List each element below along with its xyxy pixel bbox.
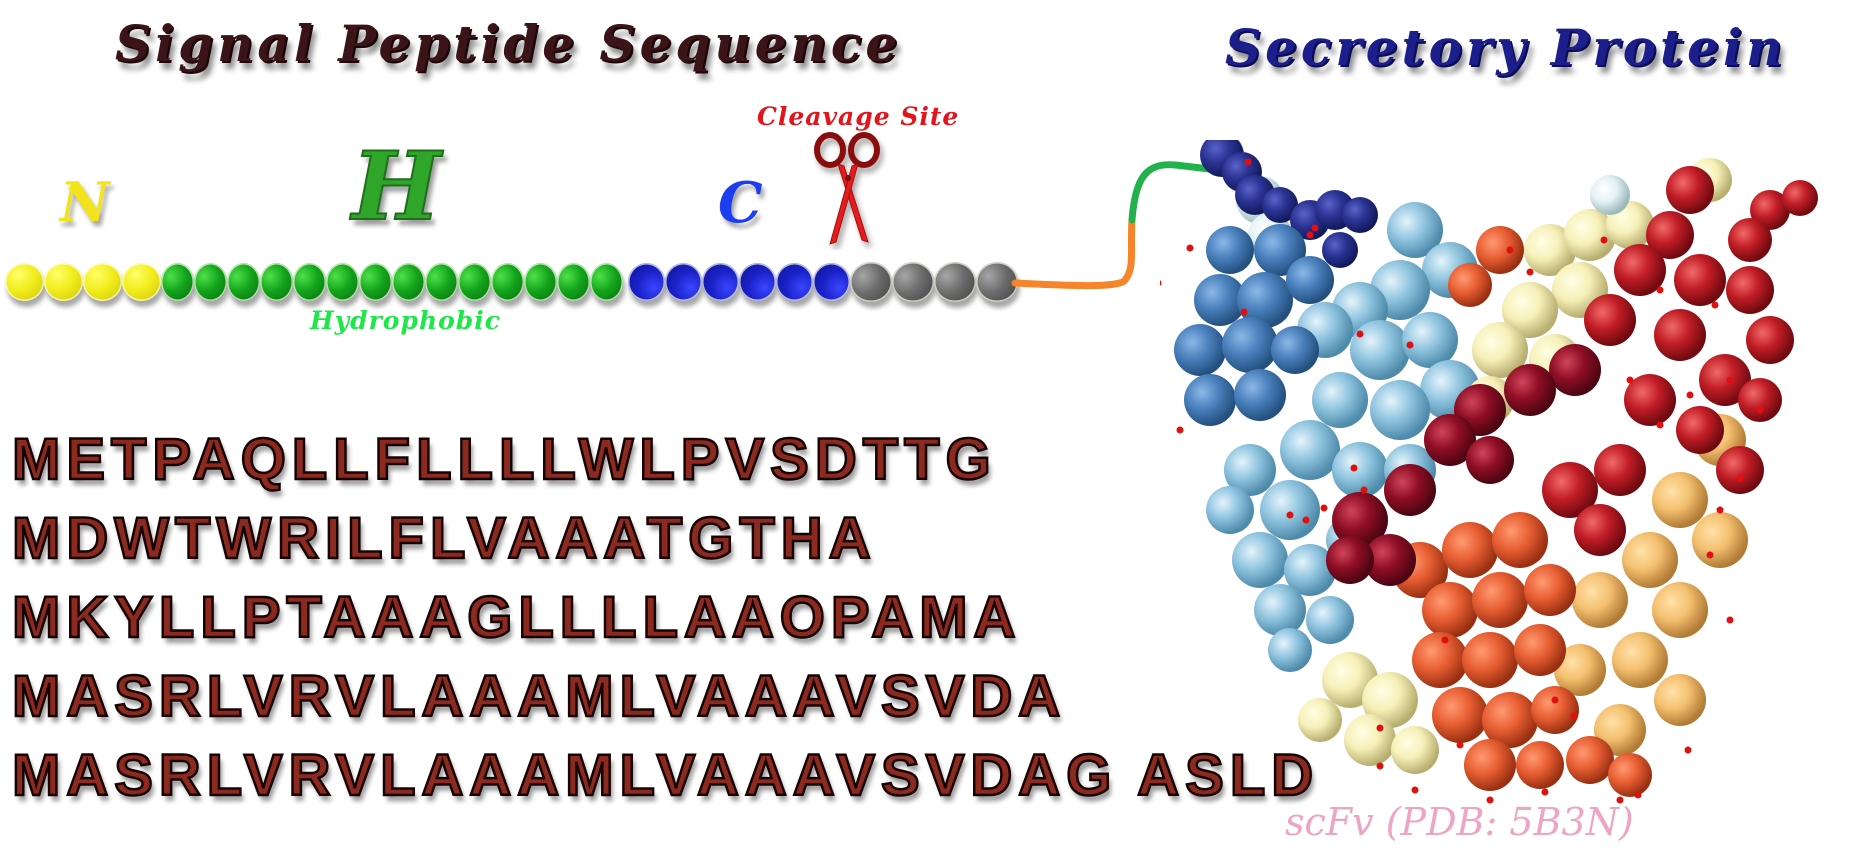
steel-blue-domain (1174, 224, 1334, 426)
mature-protein-bead (850, 262, 892, 302)
c-region-label: C (718, 170, 763, 236)
h-region-bead (260, 263, 293, 301)
signal-sequence: MASRLVRVLAAAMLVAAAVSVDAG ASLD (11, 742, 1320, 810)
protein-caption: scFv (PDB: 5B3N) (1285, 800, 1634, 844)
signal-sequence: MASRLVRVLAAAMLVAAAVSVDA (11, 663, 1067, 731)
signal-sequence-list: METPAQLLFLLLLWLPVSDTTG MDWTWRILFLVAAATGT… (11, 420, 1320, 815)
h-region-bead (326, 263, 359, 301)
n-region-bead (122, 263, 161, 301)
c-region-bead (628, 263, 665, 301)
signal-sequence: MDWTWRILFLVAAATGTHA (11, 505, 877, 573)
h-region-bead (392, 263, 425, 301)
h-region-bead (425, 263, 458, 301)
water-molecules (1160, 158, 1764, 804)
h-region-bead (590, 263, 623, 301)
c-region-bead (776, 263, 813, 301)
h-region-bead (161, 263, 194, 301)
n-region-bead (83, 263, 122, 301)
n-region-bead (5, 263, 44, 301)
orange-tan-domain (1448, 226, 1748, 797)
mature-protein-bead (934, 262, 976, 302)
n-region-bead (44, 263, 83, 301)
secretory-protein-title: Secretory Protein (1225, 18, 1787, 77)
c-region-bead (739, 263, 776, 301)
signal-sequence: MKYLLPTAAAGLLLLAAOPAMA (11, 584, 1022, 652)
n-region-label: N (60, 170, 110, 234)
scissors-icon (814, 132, 880, 245)
c-region-bead (813, 263, 850, 301)
orange-red-domain (1392, 444, 1646, 791)
navy-domain (1200, 140, 1378, 268)
h-region-bead (293, 263, 326, 301)
mature-protein-bead (976, 262, 1018, 302)
h-region-bead (491, 263, 524, 301)
mature-protein-bead (892, 262, 934, 302)
c-region-bead (702, 263, 739, 301)
signal-peptide-bead-chain (5, 262, 1018, 302)
light-blue-domain (1206, 176, 1480, 672)
h-region-bead (227, 263, 260, 301)
h-region-label: H (351, 131, 442, 243)
h-region-bead (524, 263, 557, 301)
h-region-bead (194, 263, 227, 301)
signal-sequence: METPAQLLFLLLLWLPVSDTTG (11, 426, 997, 494)
h-region-bead (458, 263, 491, 301)
scfv-protein-structure (1160, 140, 1818, 804)
h-region-bead (557, 263, 590, 301)
h-region-bead (359, 263, 392, 301)
signal-peptide-title: Signal Peptide Sequence (115, 14, 902, 73)
cleavage-site-label: Cleavage Site (757, 102, 960, 131)
hydrophobic-label: Hydrophobic (310, 306, 502, 335)
red-domain (1326, 166, 1818, 586)
c-region-bead (665, 263, 702, 301)
